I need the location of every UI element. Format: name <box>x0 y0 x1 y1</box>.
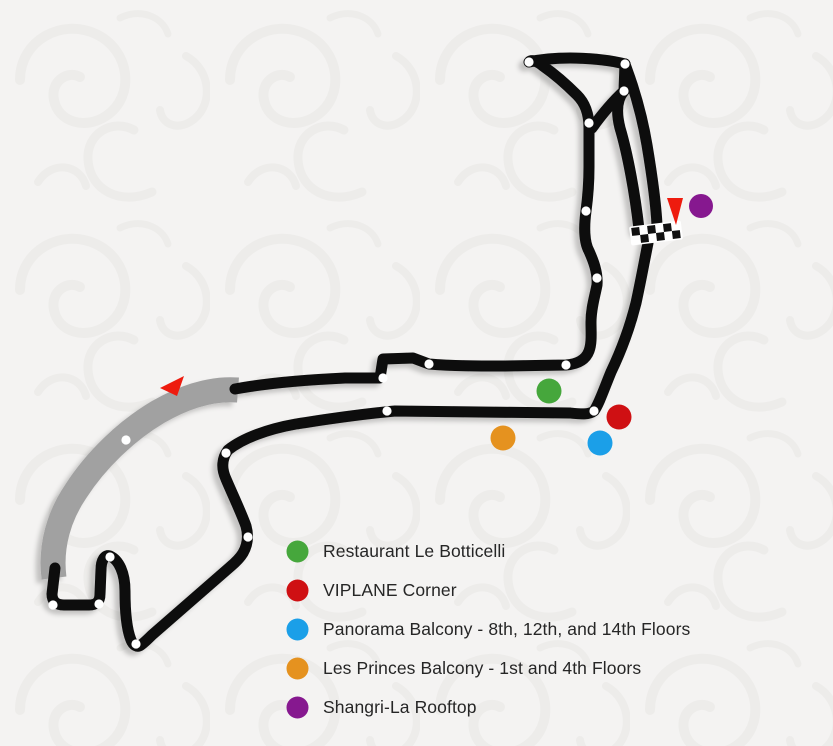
corner-dot <box>121 435 131 445</box>
corner-dot <box>620 59 630 69</box>
corner-dot <box>592 273 602 283</box>
legend-item-label: Les Princes Balcony - 1st and 4th Floors <box>323 657 642 678</box>
corner-dot <box>378 373 388 383</box>
corner-dots <box>48 57 630 649</box>
corner-dot <box>581 206 591 216</box>
corner-dot <box>424 359 434 369</box>
legend-dot-icon <box>286 579 309 602</box>
tunnel-flag-icon <box>160 376 184 396</box>
tunnel-section <box>40 377 239 580</box>
legend-dot-icon <box>286 657 309 680</box>
start-finish-checkered <box>629 220 683 246</box>
corner-dot <box>619 86 629 96</box>
legend-dot-icon <box>286 696 309 719</box>
track-outline-casino-loop <box>229 52 631 395</box>
legend-dot-icon <box>286 618 309 641</box>
legend-item-shangri-la-rooftop: Shangri-La Rooftop <box>286 696 690 719</box>
legend-item-label: Shangri-La Rooftop <box>323 696 477 717</box>
map-marker-shangri-la-rooftop <box>689 194 713 218</box>
corner-dot <box>131 639 141 649</box>
track-outline-pit-straight <box>619 58 663 231</box>
legend-item-restaurant-le-botticelli: Restaurant Le Botticelli <box>286 540 690 563</box>
legend-item-panorama-balcony: Panorama Balcony - 8th, 12th, and 14th F… <box>286 618 690 641</box>
corner-dot <box>105 552 115 562</box>
start-direction-flag-icon <box>667 198 683 225</box>
legend: Restaurant Le Botticelli VIPLANE Corner … <box>286 540 690 719</box>
legend-item-label: Restaurant Le Botticelli <box>323 540 506 561</box>
track-outline-inner-straight <box>612 85 645 235</box>
corner-dot <box>584 118 594 128</box>
legend-item-label: Panorama Balcony - 8th, 12th, and 14th F… <box>323 618 691 639</box>
legend-dot-icon <box>286 540 309 563</box>
corner-dot <box>48 600 58 610</box>
corner-dot <box>243 532 253 542</box>
map-marker-restaurant-le-botticelli <box>536 378 562 404</box>
corner-dot <box>382 406 392 416</box>
corner-dot <box>94 599 104 609</box>
corner-dot <box>221 448 231 458</box>
map-markers <box>490 194 713 456</box>
legend-item-label: VIPLANE Corner <box>323 579 457 600</box>
map-marker-panorama-balcony <box>587 430 613 456</box>
map-marker-les-princes-balcony <box>490 425 516 451</box>
corner-dot <box>589 406 599 416</box>
legend-item-viplane-corner: VIPLANE Corner <box>286 579 690 602</box>
legend-item-les-princes-balcony: Les Princes Balcony - 1st and 4th Floors <box>286 657 690 680</box>
corner-dot <box>561 360 571 370</box>
corner-dot <box>524 57 534 67</box>
map-marker-viplane-corner <box>606 404 632 430</box>
